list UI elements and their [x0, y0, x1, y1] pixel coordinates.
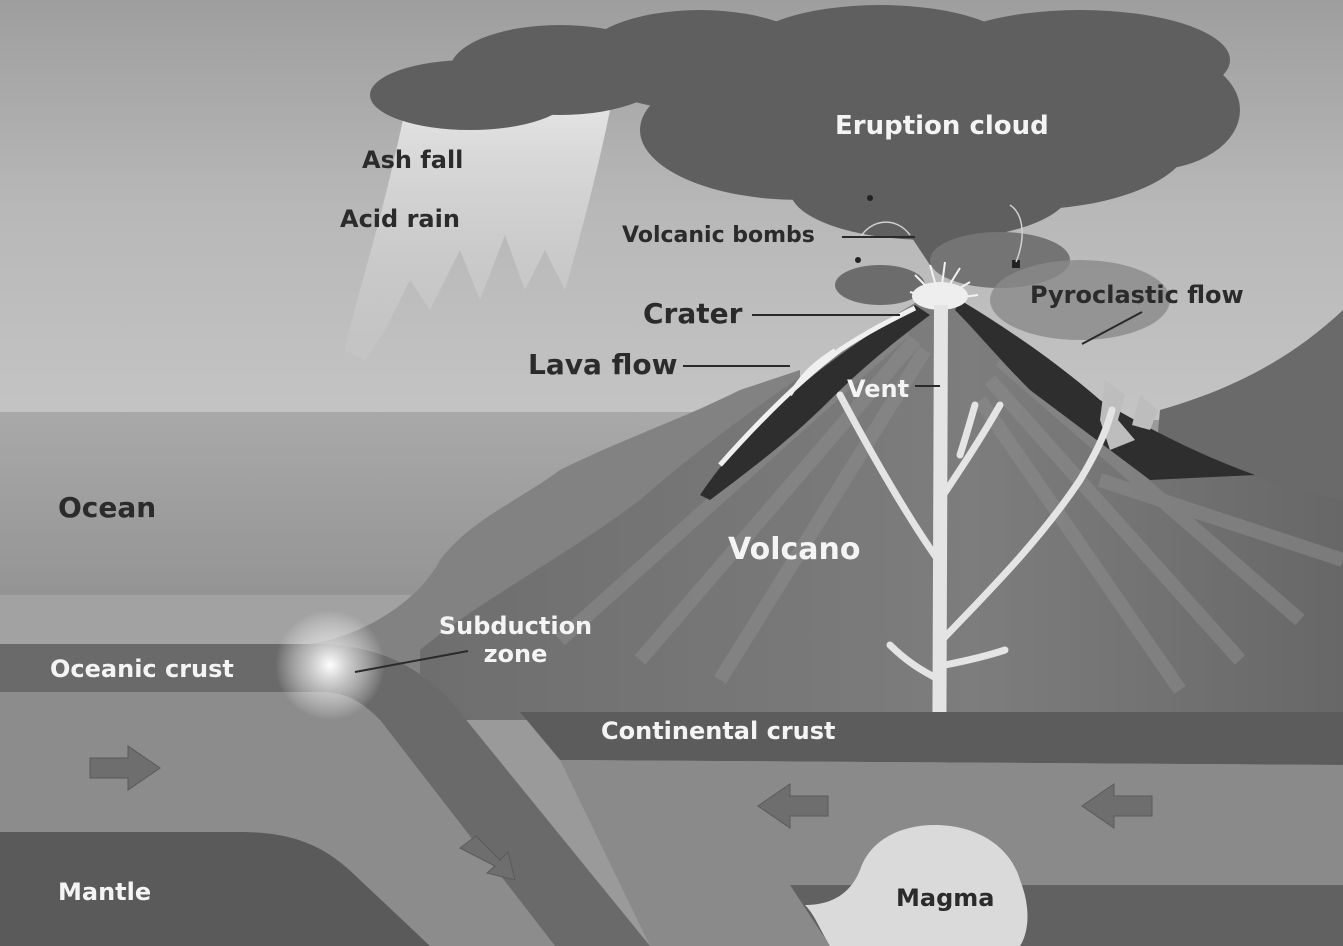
leader-lines [354, 236, 1143, 673]
label-ocean: Ocean [58, 491, 157, 524]
label-eruption-cloud: Eruption cloud [835, 111, 1049, 141]
magma-dikes [836, 391, 1116, 684]
label-oceanic-crust: Oceanic crust [50, 655, 234, 683]
label-continental-crust: Continental crust [601, 717, 836, 745]
volcano-cone [420, 300, 1343, 720]
arrow-right-icon [89, 745, 161, 791]
label-volcano: Volcano [728, 532, 861, 567]
label-lava-flow: Lava flow [528, 348, 678, 381]
pyroclastic-slope [955, 300, 1255, 480]
label-subduction-zone-line1: Subduction [438, 612, 593, 640]
label-pyroclastic-flow: Pyroclastic flow [1030, 281, 1244, 309]
arrow-down-right-icon [459, 835, 516, 881]
label-subduction-zone: Subduction zone [438, 614, 593, 666]
label-subduction-zone-line2: zone [483, 640, 548, 668]
lava-flow-surface [700, 305, 930, 500]
label-magma: Magma [896, 884, 995, 912]
volcano-vent [932, 305, 948, 830]
label-acid-rain: Acid rain [340, 205, 460, 233]
magma-chamber [805, 825, 1028, 946]
label-crater: Crater [643, 297, 743, 330]
label-mantle: Mantle [58, 878, 152, 906]
label-volcanic-bombs: Volcanic bombs [622, 223, 815, 248]
label-ash-fall: Ash fall [362, 146, 464, 174]
label-vent: Vent [847, 375, 910, 403]
ash-fall-streak [345, 110, 610, 360]
subduction-glow [275, 610, 385, 720]
volcanic-bomb [867, 195, 873, 201]
oceanic-crust-band [0, 644, 650, 946]
continental-crust-band [520, 712, 1343, 765]
eruption-cloud [370, 5, 1240, 265]
mantle-band [0, 832, 430, 946]
arrow-left-icon [757, 783, 829, 829]
arrow-left-icon [1081, 783, 1153, 829]
